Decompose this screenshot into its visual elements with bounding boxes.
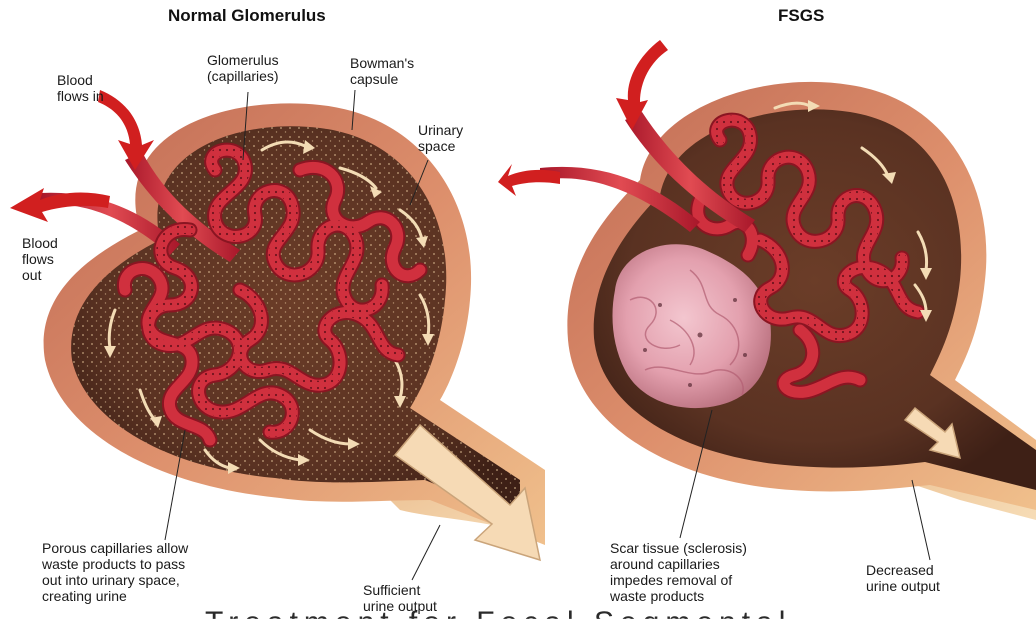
title-fsgs: FSGS <box>778 6 824 26</box>
title-normal-glomerulus: Normal Glomerulus <box>168 6 326 26</box>
blood-arrows-normal <box>10 90 154 222</box>
label-bowmans-capsule: Bowman's capsule <box>350 55 414 87</box>
label-glomerulus-capillaries: Glomerulus (capillaries) <box>207 52 279 84</box>
label-blood-flows-out: Blood flows out <box>22 235 58 283</box>
label-blood-flows-in: Blood flows in <box>57 72 104 104</box>
label-porous-capillaries: Porous capillaries allow waste products … <box>42 540 188 604</box>
label-urinary-space: Urinary space <box>418 122 463 154</box>
label-scar-tissue: Scar tissue (sclerosis) around capillari… <box>610 540 747 604</box>
label-decreased-urine-output: Decreased urine output <box>866 562 940 594</box>
